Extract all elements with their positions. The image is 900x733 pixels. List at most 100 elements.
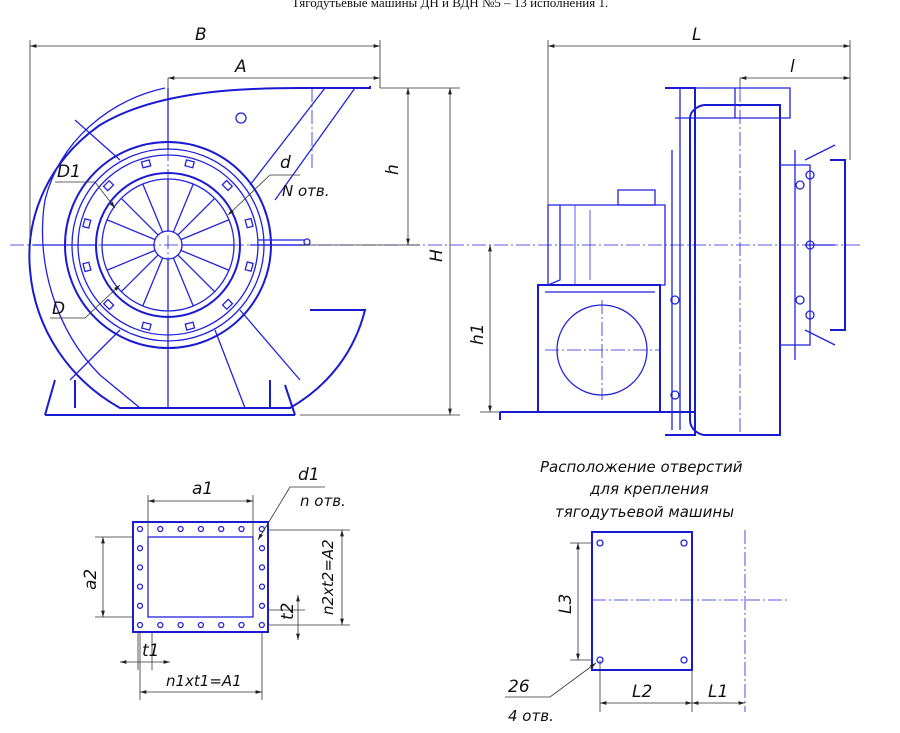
label-t1: t1 — [142, 641, 159, 661]
label-hole-count: 4 отв. — [508, 707, 554, 725]
label-L1: L1 — [708, 682, 728, 702]
motor-terminal-box — [617, 189, 656, 206]
control-knob — [805, 240, 815, 250]
label-h: h — [383, 164, 403, 175]
guide-vane — [180, 249, 230, 271]
dim-n2-ext — [268, 529, 350, 626]
label-B: B — [195, 25, 207, 45]
flange-hole — [177, 621, 184, 629]
guide-vane — [120, 254, 159, 293]
label-H: H — [427, 249, 447, 262]
guide-vane — [172, 257, 194, 307]
flange-bolt — [82, 261, 92, 273]
flange-hole — [258, 621, 265, 629]
side-view: L l h1 — [468, 25, 851, 436]
mounting-caption-2: для крепления — [589, 480, 709, 498]
leader-hole — [505, 662, 597, 698]
motor-fins — [574, 205, 591, 285]
dim-L3-ext — [570, 542, 592, 661]
mount-hole — [235, 112, 247, 124]
control-knob — [795, 180, 805, 190]
volute-inner — [41, 87, 166, 409]
label-N-holes: N отв. — [282, 182, 330, 200]
flange-bolt — [82, 217, 92, 229]
label-a2: a2 — [81, 569, 101, 590]
pedestal — [537, 284, 661, 413]
flange-hole — [136, 621, 144, 629]
flange-hole — [218, 525, 225, 533]
label-h1: h1 — [468, 323, 488, 345]
flange-hole — [136, 602, 144, 609]
label-d: d — [280, 153, 291, 173]
label-L: L — [692, 25, 701, 45]
control-mechanism — [795, 170, 815, 320]
flange-hole — [136, 525, 144, 533]
guide-vane — [177, 197, 216, 236]
inlet-flange — [830, 159, 846, 331]
label-L2: L2 — [632, 682, 652, 702]
flange-bolt — [140, 321, 152, 331]
mounting-caption-3: тягодутьевой машины — [555, 503, 734, 521]
mounting-view: Расположение отверстий для крепления тяг… — [505, 458, 790, 725]
label-D: D — [52, 299, 65, 319]
flange-hole — [136, 545, 144, 552]
label-L3: L3 — [556, 594, 576, 614]
mounting-caption-1: Расположение отверстий — [540, 458, 743, 476]
mount-hole-4 — [680, 656, 688, 664]
flange-bolt — [140, 159, 152, 169]
housing-scroll — [689, 104, 781, 436]
flange-hole — [136, 564, 144, 571]
flange-hole — [218, 621, 225, 629]
label-A: A — [234, 57, 247, 77]
flange-bolt — [221, 179, 234, 192]
flange-hole — [258, 564, 266, 571]
guide-vane — [106, 249, 156, 271]
leader-d1 — [258, 486, 325, 540]
guide-vane — [120, 197, 159, 236]
mount-hole-2 — [680, 539, 688, 547]
flange-hole — [238, 621, 245, 629]
volute-outlet-wall — [249, 87, 356, 201]
flange-bolt — [221, 298, 234, 311]
guide-vane — [180, 219, 230, 241]
housing-inner-lines — [671, 88, 681, 430]
dim-h-ext — [300, 87, 460, 246]
flange-bolts — [82, 159, 254, 331]
mount-hole-1 — [596, 539, 604, 547]
flange-hole — [157, 525, 164, 533]
bolt-side-1 — [670, 295, 680, 305]
bolt-side-2 — [670, 390, 680, 400]
flange-bolt — [102, 179, 115, 192]
control-lever — [258, 239, 305, 246]
control-knob — [795, 295, 805, 305]
flange-holes — [136, 525, 266, 629]
mount-centerlines — [592, 530, 790, 712]
base-frame — [44, 379, 296, 416]
flange-outer — [132, 521, 269, 633]
leader-d — [228, 174, 300, 215]
flange-bolt — [184, 321, 196, 331]
mounting-plate — [591, 531, 693, 671]
control-knob — [805, 310, 815, 320]
guide-vane — [172, 183, 194, 233]
flange-hole — [258, 583, 266, 590]
flange-hole — [258, 545, 266, 552]
flange-bolt — [102, 298, 115, 311]
control-knob — [805, 170, 815, 180]
page-title: Тягодутьевые машины ДН и ВДН №5 – 13 исп… — [291, 0, 609, 10]
flange-inner — [147, 536, 254, 618]
flange-hole — [238, 525, 245, 533]
dim-B-ext — [29, 40, 381, 240]
opening-centerlines — [545, 300, 660, 400]
flange-bolt — [184, 159, 196, 169]
flange-hole — [136, 583, 144, 590]
front-view: B A h H D1 D d N отв. — [10, 25, 860, 416]
inlet-lines — [804, 144, 836, 346]
leader-D — [50, 284, 121, 319]
label-d1: d1 — [298, 465, 320, 485]
label-l: l — [790, 57, 795, 77]
guide-vane — [177, 254, 216, 293]
guide-vane — [142, 183, 164, 233]
outlet-flange — [675, 87, 791, 119]
